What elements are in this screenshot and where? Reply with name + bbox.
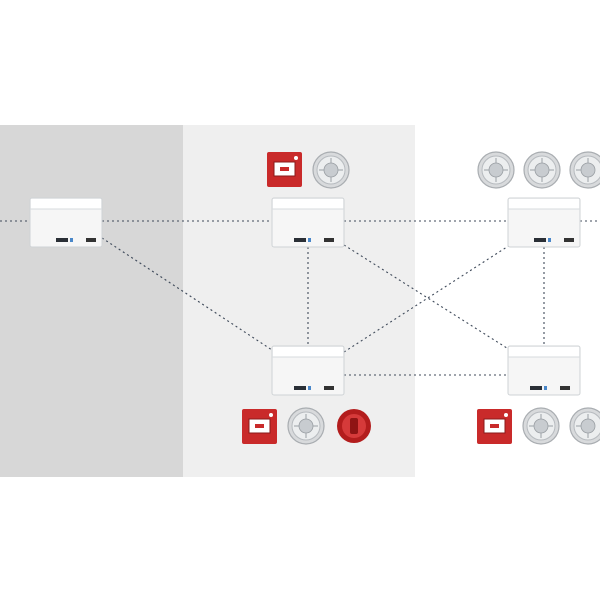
sounder-icon [337, 409, 371, 443]
call-point-key [294, 156, 298, 160]
detector-chamber [298, 418, 314, 434]
panel-housing [271, 345, 345, 396]
zone-left [0, 125, 183, 477]
panel-right-bottom[interactable] [507, 345, 581, 396]
panel-top-strip [273, 199, 343, 209]
detector-chamber [533, 418, 549, 434]
panel-display [530, 386, 542, 390]
manual-call-point-icon [267, 152, 302, 187]
panel-top-strip [31, 199, 101, 209]
panel-display [294, 238, 306, 242]
smoke-detector-icon [477, 151, 515, 189]
detector-chamber [323, 162, 339, 178]
panel-center-bottom[interactable] [271, 345, 345, 396]
link-left-to-center-bottom [101, 237, 273, 351]
panel-status-led [544, 386, 547, 390]
smoke-detector-icon [312, 151, 350, 189]
panel-center-top[interactable] [271, 197, 345, 248]
call-point-element [255, 424, 264, 428]
panel-logo [324, 386, 334, 390]
panel-housing [507, 345, 581, 396]
manual-call-point-icon [477, 409, 512, 444]
panel-housing [507, 197, 581, 248]
panel-left[interactable] [29, 197, 103, 248]
smoke-detector-icon [287, 407, 325, 445]
panel-display [534, 238, 546, 242]
call-point-key [504, 413, 508, 417]
panel-status-led [308, 238, 311, 242]
panel-logo [564, 238, 574, 242]
panel-top-strip [509, 199, 579, 209]
network-links [0, 220, 600, 376]
panel-top-strip [273, 347, 343, 357]
panel-status-led [548, 238, 551, 242]
smoke-detector-icon [523, 151, 561, 189]
detector-chamber [580, 162, 596, 178]
panel-logo [560, 386, 570, 390]
panel-status-led [70, 238, 73, 242]
panel-logo [86, 238, 96, 242]
panel-display [294, 386, 306, 390]
detector-chamber [580, 418, 596, 434]
manual-call-point-icon [242, 409, 277, 444]
panel-housing [271, 197, 345, 248]
sounder-beacon [350, 418, 358, 434]
smoke-detector-icon [569, 407, 600, 445]
call-point-key [269, 413, 273, 417]
panel-display [56, 238, 68, 242]
call-point-element [490, 424, 499, 428]
smoke-detector-icon [522, 407, 560, 445]
panel-right-top[interactable] [507, 197, 581, 248]
detector-chamber [534, 162, 550, 178]
call-point-element [280, 167, 289, 171]
panel-logo [324, 238, 334, 242]
smoke-detector-icon [569, 151, 600, 189]
panel-status-led [308, 386, 311, 390]
detector-chamber [488, 162, 504, 178]
panel-top-strip [509, 347, 579, 357]
panel-housing [29, 197, 103, 248]
